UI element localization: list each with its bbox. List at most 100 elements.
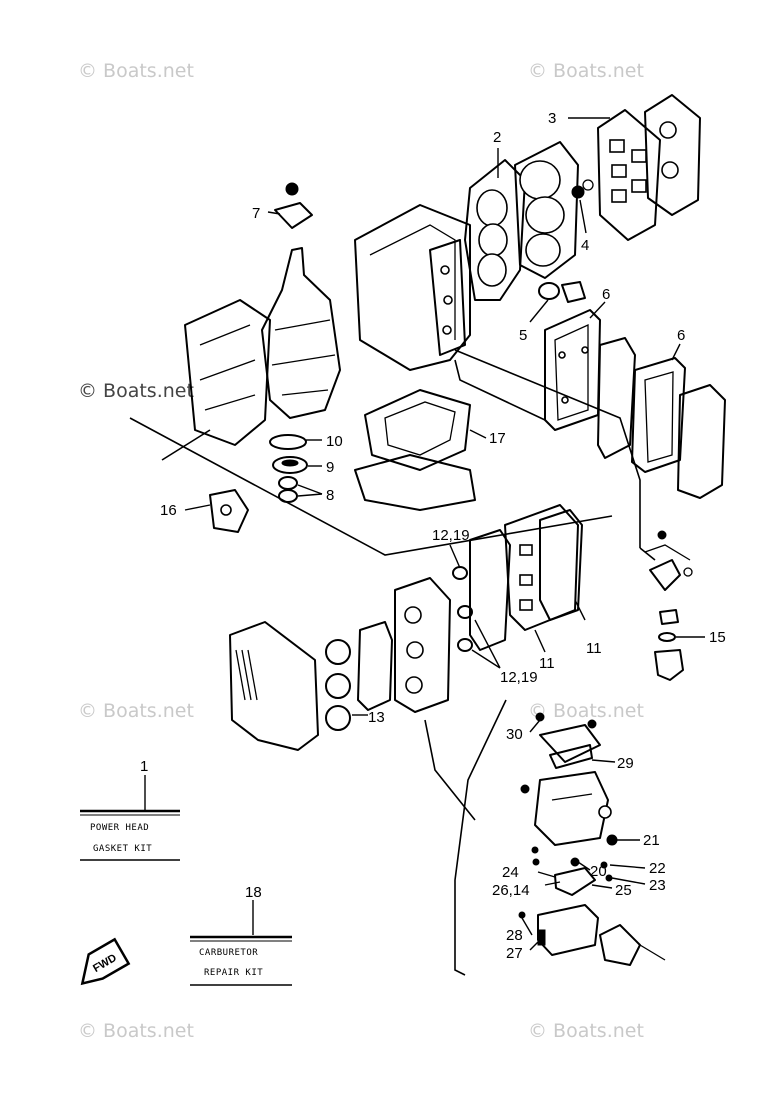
callout-25: 25 [615,882,632,899]
leader-22 [609,864,646,869]
leader-26 [544,881,561,886]
leader-11b [534,629,546,653]
choke-linkage [599,924,666,966]
exhaust-gasket-outer [631,357,686,473]
callout-22: 22 [649,860,666,877]
float-bowl [518,904,599,956]
o-ring-15 [658,632,676,642]
intake-gasket [357,621,393,711]
gasket-5 [538,281,586,303]
needle-jet-parts [531,834,618,882]
leader-12b [471,619,501,669]
carburetor-body [520,771,612,846]
callout-13: 13 [368,709,385,726]
reed-valve-gasket-11b [539,509,583,621]
leader-16 [184,504,211,511]
fwd-arrow-icon: FWD [80,937,131,986]
callout-11b: 11 [539,655,555,672]
callout-28: 28 [506,927,523,944]
cylinder-head-gasket [464,159,526,301]
callout-6a: 6 [602,286,610,303]
intake-leader [424,719,476,821]
crankshaft [261,247,341,419]
watermark: © Boats.net [528,1020,644,1042]
carburetor-leader [454,699,507,976]
watermark: © Boats.net [78,700,194,722]
carburetor-gaskets-13 [325,639,351,731]
leader-6b [671,343,681,361]
leader-30 [529,719,541,733]
leader-24 [537,871,556,878]
head-cover-gasket [597,109,661,241]
float [554,867,596,896]
callout-30: 30 [506,726,523,743]
power-head-group-outline [129,417,613,556]
exhaust-outer-cover [677,384,726,499]
leader-20 [577,861,591,871]
leader-27 [529,939,541,951]
carburetor-kit-line2: REPAIR KIT [204,968,263,978]
callout-23: 23 [649,877,666,894]
reed-valve-gasket-11a [504,504,579,631]
callout-21: 21 [643,832,660,849]
callout-4: 4 [581,237,589,254]
carburetor-repair-kit-label: CARBURETOR REPAIR KIT [190,935,292,986]
leader-5 [529,299,549,323]
leader-4 [579,199,587,234]
watermark: © Boats.net [528,60,644,82]
leader-8 [297,484,323,497]
leader-11a [574,599,586,621]
oil-seal-9 [272,456,308,474]
callout-15: 15 [709,629,726,646]
fitting-assembly [644,530,693,681]
o-ring-10 [269,434,307,450]
callout-11a: 11 [586,640,602,657]
watermark: © Boats.net [528,700,644,722]
leader-29 [591,759,616,763]
callout-2: 2 [493,129,501,146]
callout-20: 20 [590,863,607,880]
watermark: © Boats.net [78,60,194,82]
callout-17: 17 [489,430,506,447]
oil-seals-8 [278,476,298,503]
callout-9: 9 [326,459,334,476]
callout-16: 16 [160,502,177,519]
callout-27: 27 [506,945,523,962]
callout-29: 29 [617,755,634,772]
callout-10: 10 [326,433,343,450]
exhaust-leader [454,349,641,548]
leader-7 [267,211,281,215]
callout-1: 1 [140,758,148,775]
exhaust-gasket-inner [544,309,601,431]
power-head-group-outline-left [161,429,211,461]
base-gasket-17 [354,389,476,511]
callout-7: 7 [252,205,260,222]
callout-6b: 6 [677,327,685,344]
exhaust-inner-cover [597,337,636,459]
leader-15 [639,547,656,561]
callout-8: 8 [326,487,334,504]
gasket-7 [274,182,313,229]
power-head-gasket-kit-label: POWER HEAD GASKET KIT [80,809,180,861]
reed-valve-block [469,529,511,651]
power-head-kit-line1: POWER HEAD [90,823,149,833]
callout-12b: 12,19 [500,669,538,686]
carburetor-kit-line1: CARBURETOR [199,948,258,958]
leader-6a [589,301,606,319]
leader-25 [591,884,613,889]
callout-5: 5 [519,327,527,344]
thermostat-plug [571,179,594,199]
power-head-kit-line2: GASKET KIT [93,844,152,854]
leader-12a [449,544,461,569]
callout-24: 24 [502,864,519,881]
gasket-16 [209,489,249,533]
leader-23 [611,877,646,885]
leader-17 [469,429,487,439]
crankcase [184,299,271,446]
cylinder-block [354,204,471,371]
leader-28 [521,917,533,936]
watermark: © Boats.net [78,1020,194,1042]
callout-12a: 12,19 [432,527,470,544]
callout-26-14: 26,14 [492,882,530,899]
